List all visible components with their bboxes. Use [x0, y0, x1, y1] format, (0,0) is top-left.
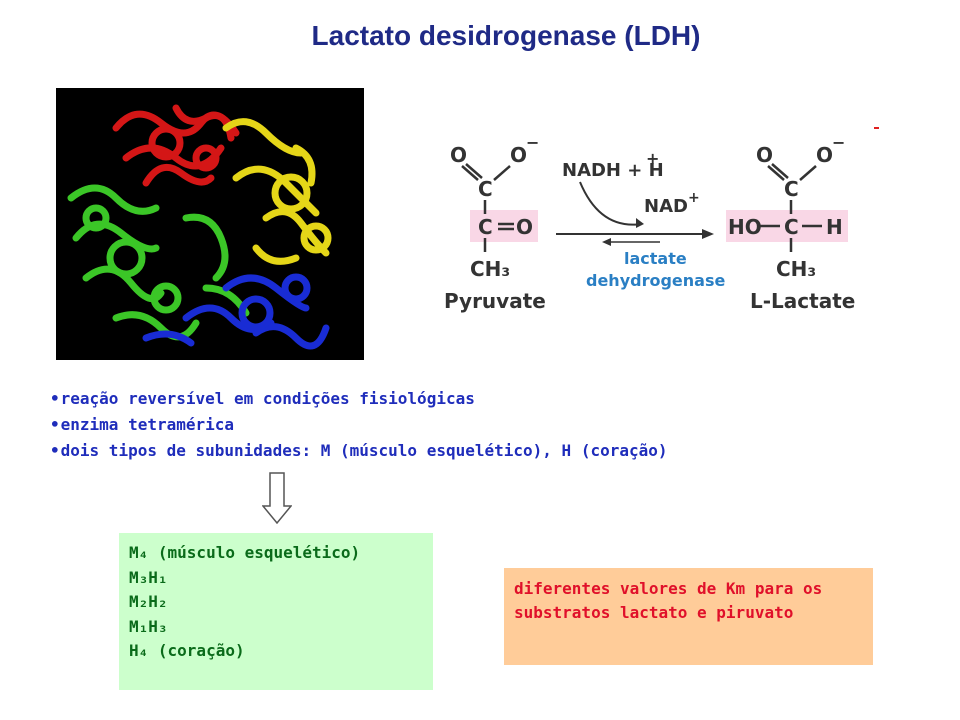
isoform-list-box: M₄ (músculo esquelético) M₃H₁ M₂H₂ M₁H₃ …: [119, 533, 433, 690]
svg-text:+: +: [646, 149, 659, 168]
lactate-label: L-Lactate: [750, 289, 855, 313]
nad-label: NAD: [644, 196, 688, 217]
svg-text:−: −: [526, 133, 539, 152]
pyruvate-o-right: O: [510, 143, 527, 167]
bullet-item: reação reversível em condições fisiológi…: [50, 386, 668, 412]
svg-text:C: C: [478, 177, 493, 201]
svg-text:C: C: [784, 215, 799, 239]
svg-text:HO: HO: [728, 215, 762, 239]
svg-text:C: C: [784, 177, 799, 201]
svg-text:C: C: [478, 215, 493, 239]
enzyme-name-line1: lactate: [624, 249, 687, 268]
nadh-label: NADH + H: [562, 160, 664, 181]
km-note-box: diferentes valores de Km para os substra…: [504, 568, 873, 665]
isoform-item: M₂H₂: [129, 592, 168, 611]
svg-text:O: O: [816, 143, 833, 167]
isoform-item: M₁H₃: [129, 616, 168, 636]
down-arrow-icon: [262, 472, 292, 524]
pyruvate-o-left: O: [450, 143, 467, 167]
svg-text:+: +: [688, 190, 700, 206]
isoform-item: M₃H₁: [129, 567, 168, 587]
bullet-list: reação reversível em condições fisiológi…: [50, 386, 668, 464]
reaction-scheme: O O − C C O CH₃ Pyruvate NADH + H + NAD …: [430, 118, 880, 328]
svg-text:H: H: [826, 215, 843, 239]
svg-text:CH₃: CH₃: [776, 257, 816, 281]
svg-text:−: −: [832, 133, 845, 152]
isoform-item: M₄ (músculo esquelético): [129, 543, 361, 562]
isoform-item: H₄ (coração): [129, 641, 245, 660]
page-title: Lactato desidrogenase (LDH): [311, 20, 701, 51]
bullet-item: enzima tetramérica: [50, 412, 668, 438]
enzyme-name-line2: dehydrogenase: [586, 271, 725, 290]
svg-text:CH₃: CH₃: [470, 257, 510, 281]
pyruvate-label: Pyruvate: [444, 289, 546, 313]
svg-text:O: O: [756, 143, 773, 167]
ldh-protein-structure-image: [56, 88, 364, 360]
bullet-item: dois tipos de subunidades: M (músculo es…: [50, 438, 668, 464]
svg-text:O: O: [516, 215, 533, 239]
